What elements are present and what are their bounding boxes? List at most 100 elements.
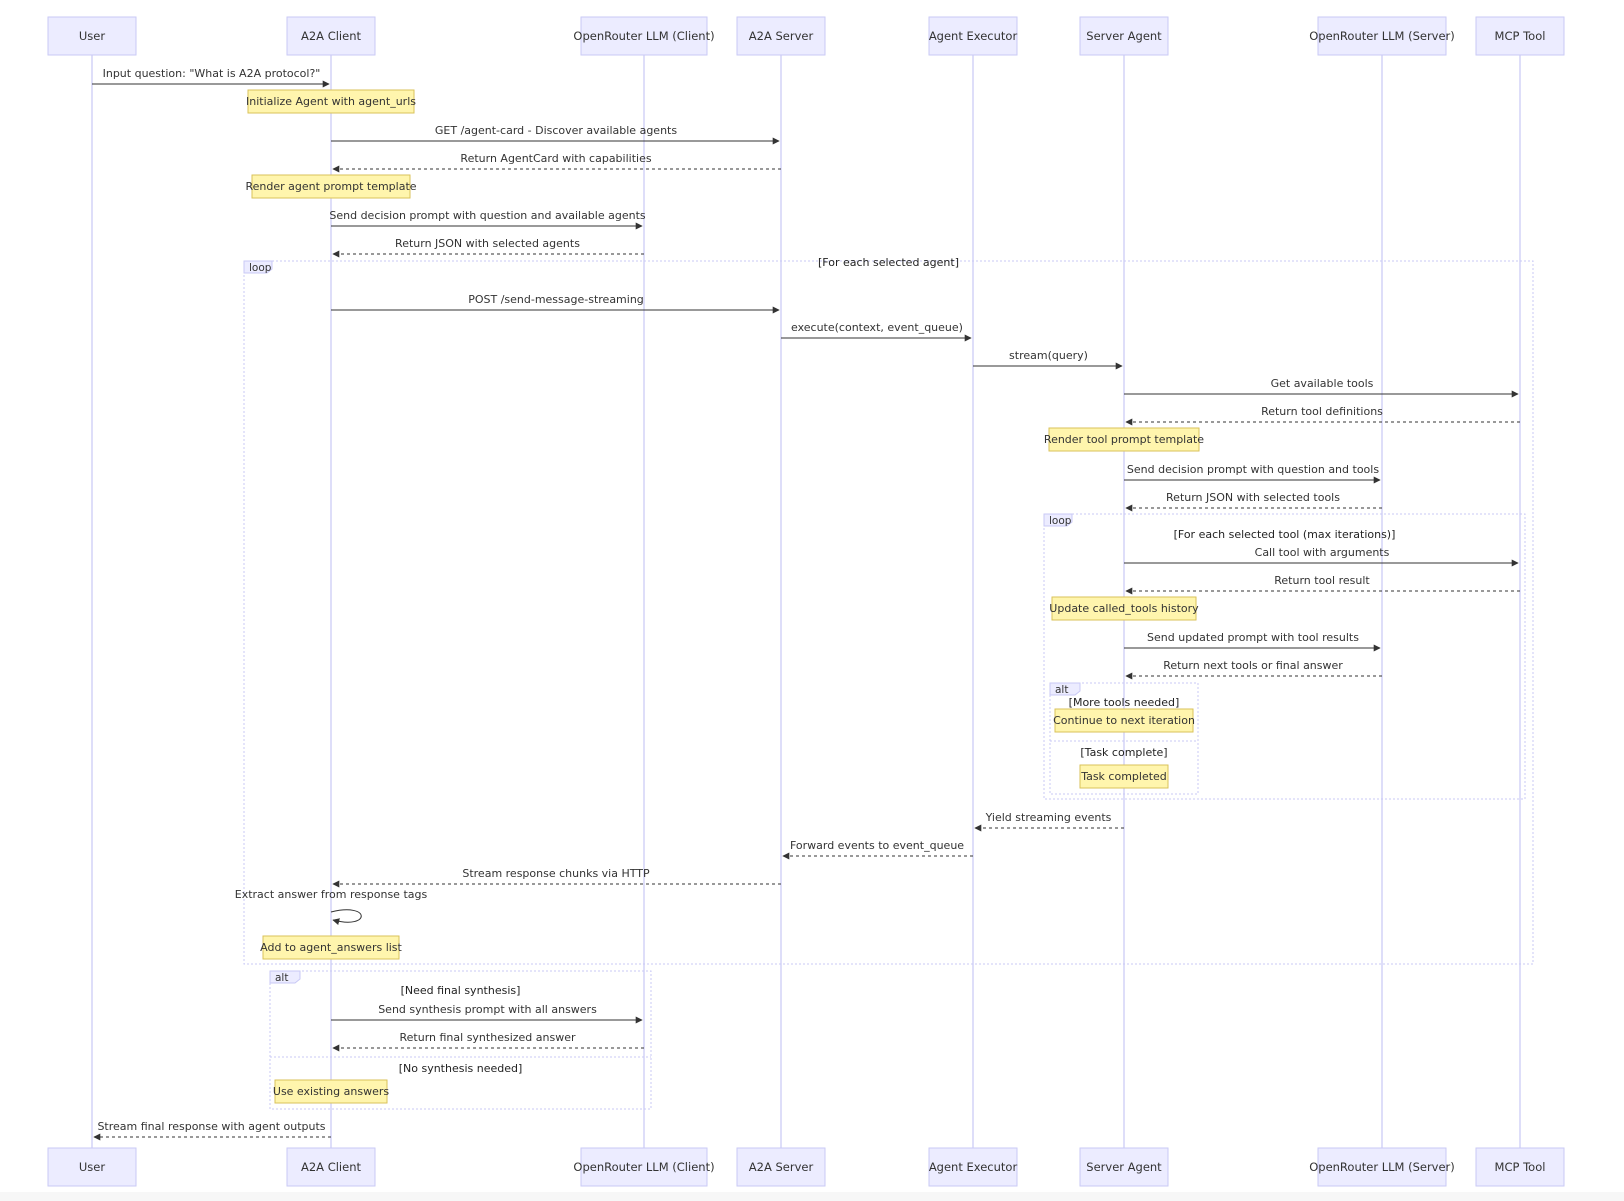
actor-box xyxy=(736,1147,826,1187)
message-label: Yield streaming events xyxy=(985,811,1112,824)
frame-alt-3: alt[Need final synthesis][No synthesis n… xyxy=(269,970,652,1110)
message-14: Send updated prompt with tool results xyxy=(1124,631,1381,652)
message-label: execute(context, event_queue) xyxy=(791,321,963,334)
actor-box xyxy=(286,16,376,56)
actor-exec-bottom[interactable]: Agent Executor xyxy=(928,1147,1018,1187)
message-label: stream(query) xyxy=(1009,349,1088,362)
message-4: Return JSON with selected agents xyxy=(332,237,644,258)
actor-llmc-bottom[interactable]: OpenRouter LLM (Client) xyxy=(573,1147,715,1187)
message-8: Get available tools xyxy=(1124,377,1519,398)
actor-box xyxy=(47,16,137,56)
actor-label: Server Agent xyxy=(1086,1160,1162,1174)
note-box xyxy=(247,89,415,114)
actor-client-bottom[interactable]: A2A Client xyxy=(286,1147,376,1187)
message-label: Get available tools xyxy=(1271,377,1374,390)
actor-box xyxy=(736,16,826,56)
note-text: Add to agent_answers list xyxy=(260,941,402,954)
frame-tab xyxy=(269,970,301,984)
self-message-arrow xyxy=(330,909,362,925)
message-10: Send decision prompt with question and t… xyxy=(1124,463,1381,484)
message-label: Call tool with arguments xyxy=(1255,546,1390,559)
actor-box xyxy=(1079,1147,1169,1187)
note-5: Task completed xyxy=(1079,764,1169,789)
bottom-band xyxy=(0,1192,1624,1201)
frame-condition: [For each selected tool (max iterations)… xyxy=(1174,528,1396,541)
note-4: Continue to next iteration xyxy=(1053,708,1195,733)
actor-client-top[interactable]: A2A Client xyxy=(286,16,376,56)
frame-alt-2: alt[More tools needed] [Task complete] xyxy=(1049,682,1199,795)
actor-exec-top[interactable]: Agent Executor xyxy=(928,16,1018,56)
note-box xyxy=(1054,708,1194,733)
actor-box xyxy=(1317,1147,1447,1187)
message-13: Return tool result xyxy=(1125,574,1520,595)
actor-llmc-top[interactable]: OpenRouter LLM (Client) xyxy=(573,16,715,56)
actor-label: OpenRouter LLM (Client) xyxy=(573,29,714,43)
note-0: Initialize Agent with agent_urls xyxy=(246,89,416,114)
message-1: GET /agent-card - Discover available age… xyxy=(331,124,780,145)
actor-box xyxy=(286,1147,376,1187)
actor-box xyxy=(928,1147,1018,1187)
actor-agent-bottom[interactable]: Server Agent xyxy=(1079,1147,1169,1187)
actor-box xyxy=(1475,16,1565,56)
message-20: Send synthesis prompt with all answers xyxy=(331,1003,643,1024)
message-21: Return final synthesized answer xyxy=(332,1031,644,1052)
actor-user-top[interactable]: User xyxy=(47,16,137,56)
message-label: Return final synthesized answer xyxy=(400,1031,576,1044)
actor-label: A2A Client xyxy=(301,1160,361,1174)
actor-llms-top[interactable]: OpenRouter LLM (Server) xyxy=(1309,16,1455,56)
message-18: Stream response chunks via HTTP xyxy=(332,867,781,888)
message-label: Send decision prompt with question and a… xyxy=(329,209,646,222)
actor-box xyxy=(47,1147,137,1187)
actor-box xyxy=(1079,16,1169,56)
message-label: Return JSON with selected tools xyxy=(1166,491,1340,504)
message-label: Return tool definitions xyxy=(1261,405,1383,418)
message-label: Send synthesis prompt with all answers xyxy=(378,1003,597,1016)
message-label: GET /agent-card - Discover available age… xyxy=(435,124,677,137)
frame-else-condition: [Task complete] xyxy=(1080,746,1167,759)
actor-label: Agent Executor xyxy=(929,29,1018,43)
actor-label: MCP Tool xyxy=(1495,1160,1546,1174)
actor-label: OpenRouter LLM (Server) xyxy=(1309,1160,1455,1174)
message-label: Extract answer from response tags xyxy=(235,888,428,901)
note-box xyxy=(1048,427,1200,452)
message-label: POST /send-message-streaming xyxy=(468,293,644,306)
actor-mcp-bottom[interactable]: MCP Tool xyxy=(1475,1147,1565,1187)
note-1: Render agent prompt template xyxy=(245,174,417,199)
actor-llms-bottom[interactable]: OpenRouter LLM (Server) xyxy=(1309,1147,1455,1187)
actor-agent-top[interactable]: Server Agent xyxy=(1079,16,1169,56)
frame-border xyxy=(1049,682,1199,795)
note-6: Add to agent_answers list xyxy=(260,935,403,960)
actor-label: User xyxy=(79,29,105,43)
frame-else-condition: [No synthesis needed] xyxy=(399,1062,523,1075)
message-11: Return JSON with selected tools xyxy=(1125,491,1382,512)
note-box xyxy=(274,1079,388,1104)
frame-loop-1: loop[For each selected tool (max iterati… xyxy=(1043,513,1526,800)
actor-box xyxy=(1317,16,1447,56)
message-label: Forward events to event_queue xyxy=(790,839,964,852)
actor-user-bottom[interactable]: User xyxy=(47,1147,137,1187)
actor-label: MCP Tool xyxy=(1495,29,1546,43)
actor-mcp-top[interactable]: MCP Tool xyxy=(1475,16,1565,56)
message-3: Send decision prompt with question and a… xyxy=(329,209,646,230)
frame-border xyxy=(269,970,652,1110)
actor-server-top[interactable]: A2A Server xyxy=(736,16,826,56)
message-9: Return tool definitions xyxy=(1125,405,1520,426)
frame-kind-label: alt xyxy=(275,972,288,984)
message-19: Extract answer from response tags xyxy=(235,888,428,925)
message-12: Call tool with arguments xyxy=(1124,546,1519,567)
frame-condition: [More tools needed] xyxy=(1069,696,1180,709)
note-7: Use existing answers xyxy=(273,1079,389,1104)
note-box xyxy=(262,935,400,960)
message-label: Send updated prompt with tool results xyxy=(1147,631,1359,644)
actor-label: OpenRouter LLM (Client) xyxy=(573,1160,714,1174)
message-0: Input question: "What is A2A protocol?" xyxy=(92,67,330,88)
frame-kind-label: alt xyxy=(1055,684,1068,696)
frame-condition: [For each selected agent] xyxy=(818,256,959,269)
actor-box xyxy=(580,1147,708,1187)
actor-server-bottom[interactable]: A2A Server xyxy=(736,1147,826,1187)
message-17: Forward events to event_queue xyxy=(782,839,973,860)
note-text: Continue to next iteration xyxy=(1053,714,1195,727)
message-6: execute(context, event_queue) xyxy=(781,321,972,342)
actor-label: Server Agent xyxy=(1086,29,1162,43)
note-box xyxy=(1079,764,1169,789)
